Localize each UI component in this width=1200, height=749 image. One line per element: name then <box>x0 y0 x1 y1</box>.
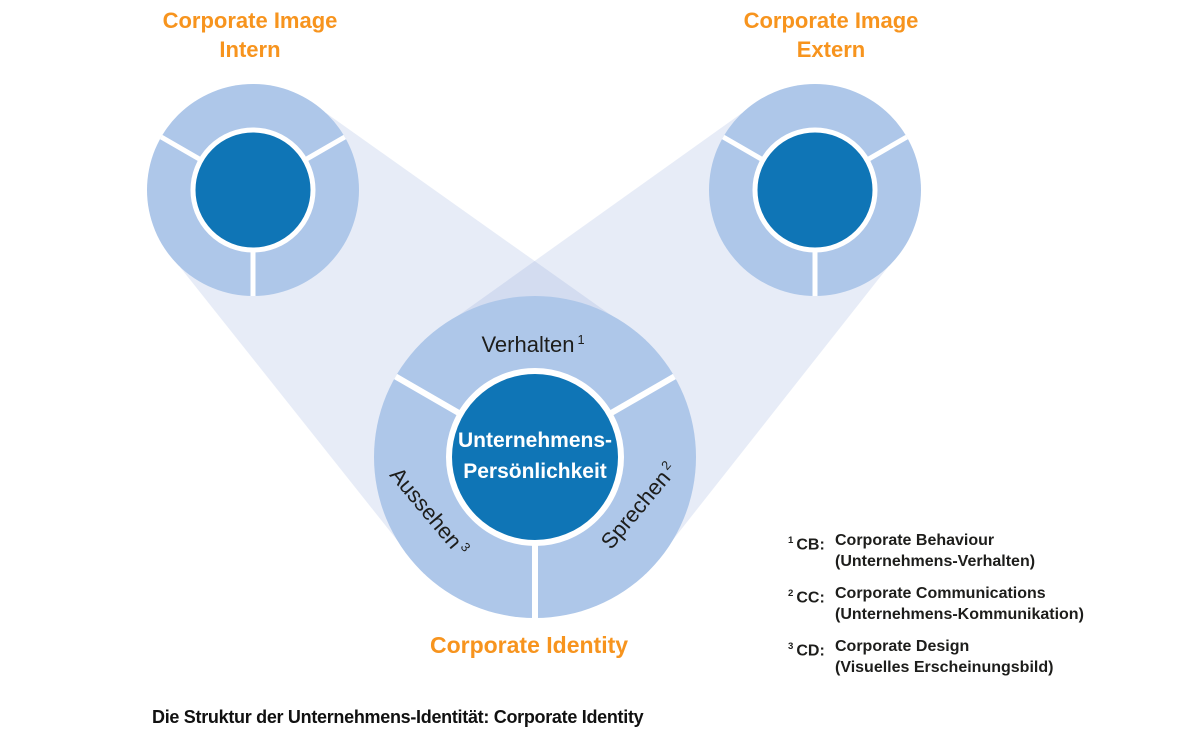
label-intern-line1: Corporate Image <box>162 8 338 33</box>
legend-sup-cd: 3 <box>788 641 794 652</box>
label-extern-line1: Corporate Image <box>743 8 919 33</box>
donut-image-extern <box>709 84 921 296</box>
intern-core-circle <box>190 127 316 253</box>
donut-image-intern <box>147 84 359 296</box>
legend-code-cb: CB: <box>796 536 825 554</box>
label-intern-line2: Intern <box>219 37 281 62</box>
legend-name-cd: Corporate Design <box>835 638 970 655</box>
verhalten-sup: 1 <box>577 331 585 347</box>
label-extern-line2: Extern <box>796 37 866 62</box>
legend-body-cb: Corporate Behaviour (Unternehmens-Verhal… <box>835 530 1035 572</box>
label-corporate-image-extern: Corporate Image Extern <box>744 6 919 64</box>
legend-body-cc: Corporate Communications (Unternehmens-K… <box>835 583 1084 625</box>
legend-name-cc: Corporate Communications <box>835 585 1046 602</box>
legend-translation-cb: (Unternehmens-Verhalten) <box>835 553 1036 570</box>
extern-core-circle <box>752 127 878 253</box>
core-line1: Unternehmens- <box>457 429 613 452</box>
figure-caption: Die Struktur der Unternehmens-Identität:… <box>152 707 644 727</box>
legend-translation-cd: (Visuelles Erscheinungsbild) <box>835 659 1054 676</box>
label-corporate-identity: Corporate Identity <box>429 632 629 658</box>
donut-corporate-identity <box>374 296 696 618</box>
core-label-unternehmens-persoenlichkeit: Unternehmens- Persönlichkeit <box>458 425 612 487</box>
core-line2: Persönlichkeit <box>463 460 607 483</box>
verhalten-text: Verhalten <box>481 332 575 358</box>
legend-translation-cc: (Unternehmens-Kommunikation) <box>835 606 1084 623</box>
legend-name-cb: Corporate Behaviour <box>835 532 995 549</box>
legend-sup-cc: 2 <box>788 588 794 599</box>
label-corporate-image-intern: Corporate Image Intern <box>163 6 338 64</box>
legend-sup-cb: 1 <box>788 535 794 546</box>
legend-code-cd: CD: <box>796 642 825 660</box>
identity-core-circle <box>446 368 624 546</box>
legend-body-cd: Corporate Design (Visuelles Erscheinungs… <box>835 636 1053 678</box>
legend-code-cc: CC: <box>796 589 825 607</box>
